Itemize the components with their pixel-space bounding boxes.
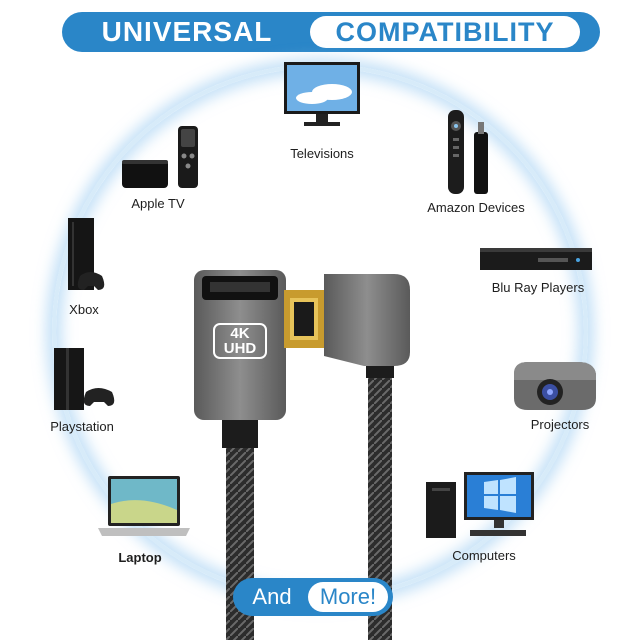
banner-universal-text: UNIVERSAL bbox=[101, 16, 273, 47]
more-text: More! bbox=[308, 582, 388, 612]
label-televisions: Televisions bbox=[290, 146, 354, 161]
banner-compatibility-text: COMPATIBILITY bbox=[310, 16, 580, 48]
label-amazon-devices: Amazon Devices bbox=[427, 200, 525, 215]
playstation-icon bbox=[54, 348, 115, 410]
blu-ray-player-icon bbox=[480, 248, 592, 270]
label-computers: Computers bbox=[452, 548, 516, 563]
badge-uhd: UHD bbox=[223, 340, 257, 357]
projector-icon bbox=[514, 362, 596, 410]
apple-tv-icon bbox=[122, 126, 198, 188]
television-icon bbox=[284, 62, 360, 126]
desktop-computer-icon bbox=[426, 472, 534, 538]
badge-4k: 4K bbox=[230, 325, 250, 342]
and-text: And bbox=[252, 584, 292, 609]
label-laptop: Laptop bbox=[118, 550, 162, 565]
label-projectors: Projectors bbox=[530, 417, 590, 432]
compatibility-banner: UNIVERSAL COMPATIBILITY bbox=[62, 12, 600, 52]
hdmi-cable-illustration bbox=[194, 270, 410, 640]
fire-stick-remote-icon bbox=[448, 110, 488, 194]
xbox-icon bbox=[68, 218, 105, 290]
label-blu-ray-players: Blu Ray Players bbox=[491, 280, 585, 295]
laptop-icon bbox=[98, 476, 190, 536]
label-apple-tv: Apple TV bbox=[131, 196, 185, 211]
and-more-banner: And More! bbox=[233, 578, 393, 616]
label-playstation: Playstation bbox=[50, 419, 114, 434]
label-xbox: Xbox bbox=[69, 302, 99, 317]
connector-badge-4k-uhd: 4K UHD bbox=[216, 326, 264, 356]
